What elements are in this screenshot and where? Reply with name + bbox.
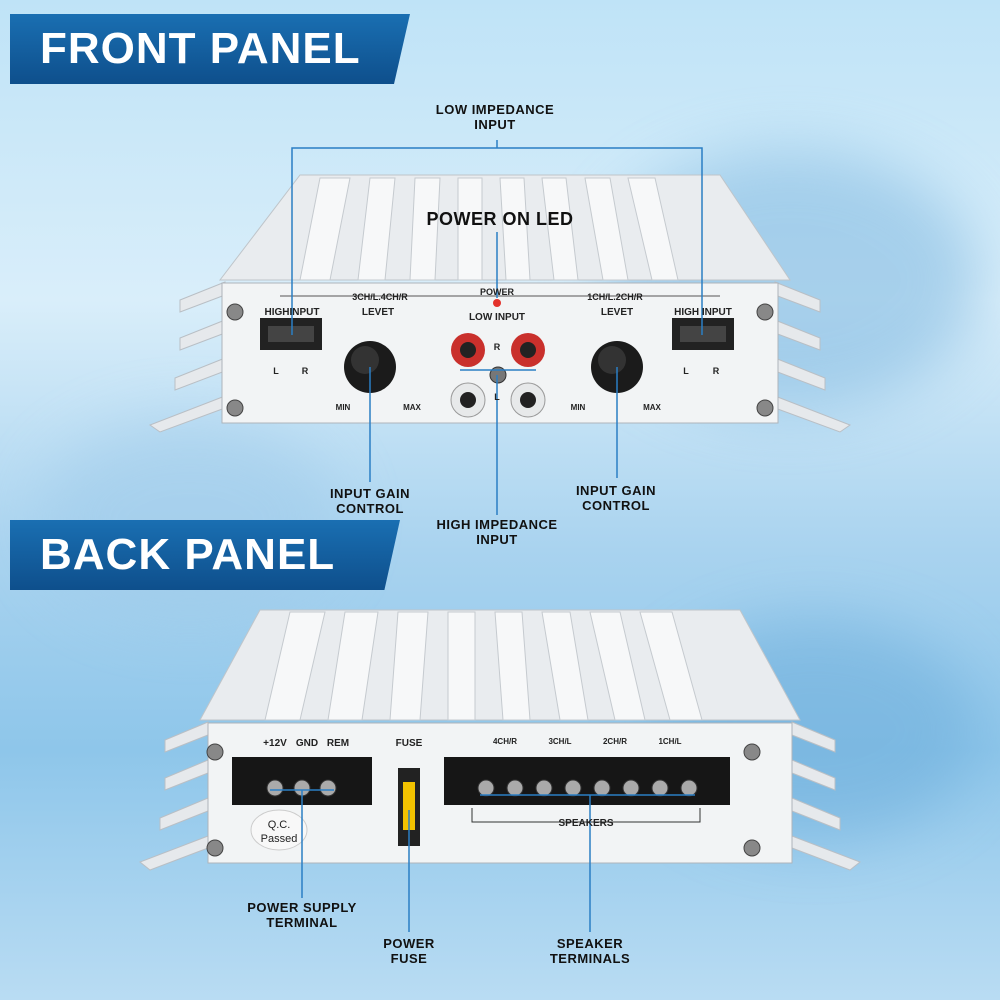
- ch4-label: 4CH/R: [493, 737, 517, 746]
- gain-right-callout: INPUT GAIN CONTROL: [541, 483, 691, 513]
- r-label: R: [494, 342, 501, 352]
- gain-left-line2: CONTROL: [336, 501, 404, 516]
- ch34-label: 3CH/L.4CH/R: [352, 292, 408, 302]
- power-supply-line1: POWER SUPPLY: [247, 900, 357, 915]
- gnd-label: GND: [296, 738, 318, 749]
- power-fuse-line1: POWER: [383, 936, 435, 951]
- ch2-label: 2CH/R: [603, 737, 627, 746]
- gain-right-line2: CONTROL: [582, 498, 650, 513]
- low-impedance-line2: INPUT: [474, 117, 516, 132]
- min-left-label: MIN: [336, 403, 351, 412]
- level-right-label: LEVET: [601, 307, 633, 318]
- gain-left-callout: INPUT GAIN CONTROL: [295, 486, 445, 516]
- level-left-label: LEVET: [362, 307, 394, 318]
- speaker-line2: TERMINALS: [549, 951, 631, 966]
- min-right-label: MIN: [571, 403, 586, 412]
- speakers-label: SPEAKERS: [558, 818, 613, 829]
- r-left-terminal-label: R: [302, 366, 309, 376]
- back-panel-banner: BACK PANEL: [10, 520, 400, 590]
- low-impedance-callout: LOW IMPEDANCE INPUT: [410, 102, 580, 132]
- r-right-terminal-label: R: [713, 366, 720, 376]
- fuse-label: FUSE: [396, 738, 423, 749]
- high-impedance-line2: INPUT: [476, 532, 518, 547]
- rem-label: REM: [327, 738, 349, 749]
- power-fuse-callout: POWER FUSE: [359, 936, 459, 966]
- high-input-right-label: HIGH INPUT: [674, 307, 732, 318]
- qc-label-line1: Q.C.: [268, 819, 291, 831]
- max-right-label: MAX: [643, 403, 661, 412]
- qc-label-line2: Passed: [261, 833, 298, 845]
- power-supply-line2: TERMINAL: [266, 915, 338, 930]
- front-panel-banner: FRONT PANEL: [10, 14, 410, 84]
- gain-left-line1: INPUT GAIN: [329, 486, 411, 501]
- low-impedance-line1: LOW IMPEDANCE: [435, 102, 555, 117]
- l-right-terminal-label: L: [683, 366, 689, 376]
- power-led: [493, 299, 501, 307]
- l-left-terminal-label: L: [273, 366, 279, 376]
- ch12-label: 1CH/L.2CH/R: [587, 292, 643, 302]
- power-on-led-callout: POWER ON LED: [426, 209, 574, 229]
- low-input-label: LOW INPUT: [469, 312, 525, 323]
- speaker-line1: SPEAKER: [556, 936, 624, 951]
- gain-right-line1: INPUT GAIN: [575, 483, 657, 498]
- ch1-label: 1CH/L: [658, 737, 681, 746]
- power-label: POWER: [480, 287, 515, 297]
- l-label: L: [494, 392, 500, 402]
- power-supply-callout: POWER SUPPLY TERMINAL: [222, 900, 382, 930]
- high-impedance-callout: HIGH IMPEDANCE INPUT: [400, 517, 594, 547]
- speaker-terminals-callout: SPEAKER TERMINALS: [520, 936, 660, 966]
- ch3-label: 3CH/L: [548, 737, 571, 746]
- v12-label: +12V: [263, 738, 287, 749]
- high-input-left-label: HIGHINPUT: [265, 307, 320, 318]
- max-left-label: MAX: [403, 403, 421, 412]
- high-impedance-line1: HIGH IMPEDANCE: [436, 517, 558, 532]
- power-fuse-line2: FUSE: [390, 951, 428, 966]
